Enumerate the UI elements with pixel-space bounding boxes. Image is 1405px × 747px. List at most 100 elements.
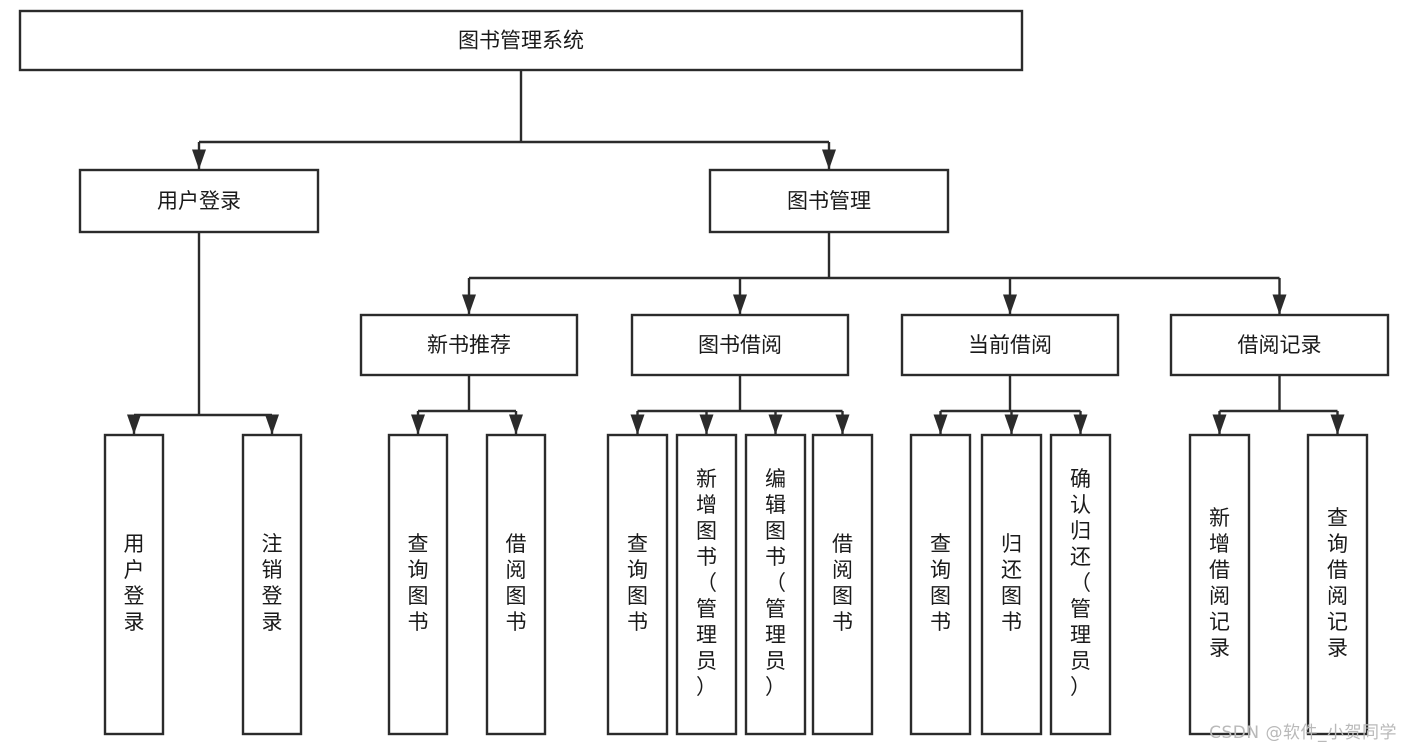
node-label-root: 图书管理系统 <box>458 29 584 53</box>
node-root[interactable]: 图书管理系统 <box>18 9 1024 72</box>
arrow-head-leaf-add-borrow-record <box>1212 414 1227 435</box>
node-label-leaf-edit-book-admin-char-1: 辑 <box>765 493 786 517</box>
node-label-leaf-add-borrow-record-char-0: 新 <box>1209 506 1230 530</box>
node-label-leaf-edit-book-admin-char-6: 理 <box>765 623 786 647</box>
node-label-new-book-rec: 新书推荐 <box>427 333 511 357</box>
node-label-leaf-return-book-char-1: 还 <box>1001 558 1022 582</box>
node-label-leaf-return-book-char-2: 图 <box>1001 584 1022 608</box>
node-box-leaf-query-book-rec <box>387 433 449 736</box>
node-label-leaf-user-logout-char-2: 登 <box>262 584 283 608</box>
arrow-head-user-login <box>192 149 206 170</box>
arrow-head-leaf-user-login <box>127 414 141 435</box>
arrow-head-borrow-record <box>1272 294 1287 315</box>
node-label-leaf-confirm-return-admin-char-2: 归 <box>1070 519 1091 543</box>
node-label-leaf-borrow-book-rec-char-3: 书 <box>506 610 527 634</box>
node-book-borrow[interactable]: 图书借阅 <box>630 313 850 377</box>
node-label-leaf-user-login-char-3: 录 <box>124 610 145 634</box>
node-box-leaf-borrow-book-rec <box>485 433 547 736</box>
node-box-leaf-add-borrow-record <box>1188 433 1251 736</box>
arrow-head-book-manage <box>822 149 836 170</box>
node-label-leaf-confirm-return-admin-char-1: 认 <box>1070 493 1091 517</box>
node-label-leaf-user-login-char-2: 登 <box>124 584 145 608</box>
node-label-leaf-edit-book-admin-char-7: 员 <box>765 649 786 673</box>
node-label-leaf-confirm-return-admin-char-4: （ <box>1070 571 1091 595</box>
node-label-current-borrow: 当前借阅 <box>968 333 1052 357</box>
node-box-leaf-query-book-current <box>909 433 972 736</box>
node-label-borrow-record: 借阅记录 <box>1238 333 1322 357</box>
node-new-book-rec[interactable]: 新书推荐 <box>359 313 579 377</box>
node-box-leaf-query-book-borrow <box>606 433 669 736</box>
arrow-head-leaf-borrow-book-rec <box>509 414 523 435</box>
node-box-leaf-return-book <box>980 433 1043 736</box>
node-box-leaf-query-borrow-record <box>1306 433 1369 736</box>
node-label-leaf-confirm-return-admin-char-6: 理 <box>1070 623 1091 647</box>
arrow-head-leaf-return-book <box>1004 414 1019 435</box>
node-label-leaf-query-borrow-record-char-0: 查 <box>1327 506 1348 530</box>
node-box-leaf-user-logout <box>241 433 303 736</box>
node-box-leaf-user-login <box>103 433 165 736</box>
node-label-leaf-add-borrow-record-char-4: 记 <box>1209 610 1230 634</box>
node-label-leaf-user-login-char-0: 用 <box>124 532 145 556</box>
node-label-leaf-add-book-admin-char-1: 增 <box>696 493 717 517</box>
arrow-head-leaf-borrow-book <box>835 414 850 435</box>
node-label-leaf-confirm-return-admin-char-0: 确 <box>1070 467 1091 491</box>
node-label-leaf-borrow-book-char-2: 图 <box>832 584 853 608</box>
node-box-current-borrow <box>900 313 1120 377</box>
node-leaf-user-login[interactable]: 用户登录 <box>103 433 165 736</box>
node-label-leaf-add-book-admin-char-4: （ <box>696 571 717 595</box>
arrow-head-book-borrow <box>733 294 747 315</box>
node-label-book-manage: 图书管理 <box>787 189 871 213</box>
node-label-leaf-add-book-admin-char-3: 书 <box>696 545 717 569</box>
node-label-leaf-confirm-return-admin-char-8: ） <box>1070 675 1091 699</box>
node-label-leaf-edit-book-admin-char-4: （ <box>765 571 786 595</box>
arrow-head-current-borrow <box>1003 294 1017 315</box>
node-label-leaf-query-book-rec-char-3: 书 <box>408 610 429 634</box>
node-label-leaf-confirm-return-admin-char-3: 还 <box>1070 545 1091 569</box>
node-box-root <box>18 9 1024 72</box>
arrow-head-leaf-query-borrow-record <box>1330 414 1345 435</box>
node-label-leaf-query-borrow-record-char-2: 借 <box>1327 558 1348 582</box>
node-label-leaf-query-book-borrow-char-2: 图 <box>627 584 648 608</box>
node-label-leaf-query-book-current-char-1: 询 <box>930 558 951 582</box>
node-label-leaf-add-book-admin-char-7: 员 <box>696 649 717 673</box>
node-label-leaf-edit-book-admin-char-8: ） <box>765 675 786 699</box>
node-label-leaf-borrow-book-rec-char-2: 图 <box>506 584 527 608</box>
node-box-book-manage <box>708 168 950 234</box>
node-user-login[interactable]: 用户登录 <box>78 168 320 234</box>
node-label-leaf-user-logout-char-1: 销 <box>262 558 283 582</box>
arrow-head-leaf-add-book-admin <box>699 414 714 435</box>
node-box-leaf-edit-book-admin <box>744 433 807 736</box>
arrow-head-leaf-query-book-borrow <box>630 414 645 435</box>
node-layer: 图书管理系统用户登录图书管理新书推荐图书借阅当前借阅借阅记录用户登录注销登录查询… <box>18 9 1390 736</box>
arrow-head-leaf-confirm-return-admin <box>1073 414 1088 435</box>
node-label-leaf-user-logout-char-3: 录 <box>262 610 283 634</box>
node-borrow-record[interactable]: 借阅记录 <box>1169 313 1390 377</box>
node-box-book-borrow <box>630 313 850 377</box>
node-label-leaf-query-book-borrow-char-1: 询 <box>627 558 648 582</box>
node-box-user-login <box>78 168 320 234</box>
node-current-borrow[interactable]: 当前借阅 <box>900 313 1120 377</box>
node-box-leaf-confirm-return-admin <box>1049 433 1112 736</box>
node-book-manage[interactable]: 图书管理 <box>708 168 950 234</box>
node-label-leaf-add-borrow-record-char-2: 借 <box>1209 558 1230 582</box>
node-label-leaf-user-login-char-1: 户 <box>124 558 145 582</box>
arrow-head-leaf-query-book-current <box>933 414 948 435</box>
arrow-head-new-book-rec <box>462 294 476 315</box>
node-label-leaf-query-book-current-char-3: 书 <box>930 610 951 634</box>
node-label-leaf-query-borrow-record-char-1: 询 <box>1327 532 1348 556</box>
node-box-leaf-add-book-admin <box>675 433 738 736</box>
node-label-leaf-edit-book-admin-char-5: 管 <box>765 597 786 621</box>
